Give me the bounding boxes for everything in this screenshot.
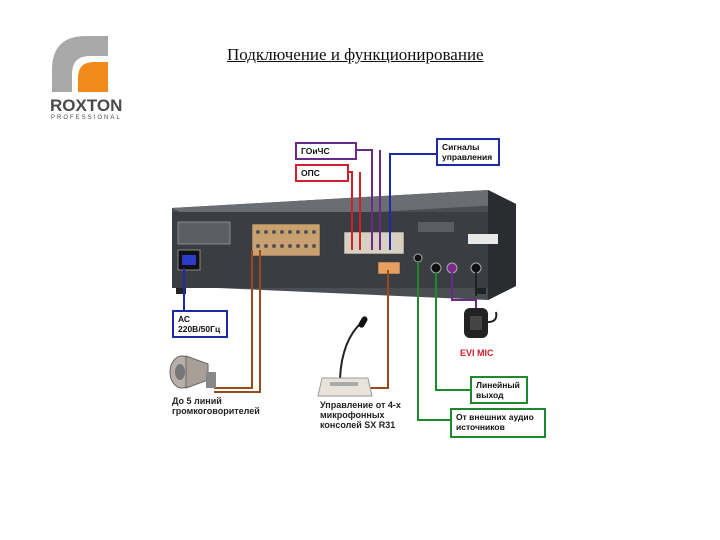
consoles-label: Управление от 4-х микрофонных консолей S… [320, 400, 401, 430]
amplifier-unit [172, 190, 516, 300]
ops-box: ОПС [295, 164, 349, 182]
speaker-horn-icon [169, 355, 216, 389]
evi-mic-label: EVI MIC [460, 348, 494, 358]
hand-microphone-icon [464, 308, 498, 338]
ext-audio-box: От внешних аудио источников [450, 408, 546, 438]
logo-subtitle: PROFESSIONAL [51, 115, 122, 121]
roxton-logo-icon [52, 36, 108, 92]
microphone-console-icon [317, 316, 373, 397]
speakers-label: До 5 линий громкоговорителей [172, 396, 260, 416]
signals-box: Сигналы управления [436, 138, 500, 166]
ac-box: АС 220В/50Гц [172, 310, 228, 338]
logo-wordmark: ROXTON [50, 96, 123, 115]
line-out-box: Линейный выход [470, 376, 528, 404]
slide-title: Подключение и функционирование [227, 45, 484, 64]
go-chs-box: ГОиЧС [295, 142, 357, 160]
